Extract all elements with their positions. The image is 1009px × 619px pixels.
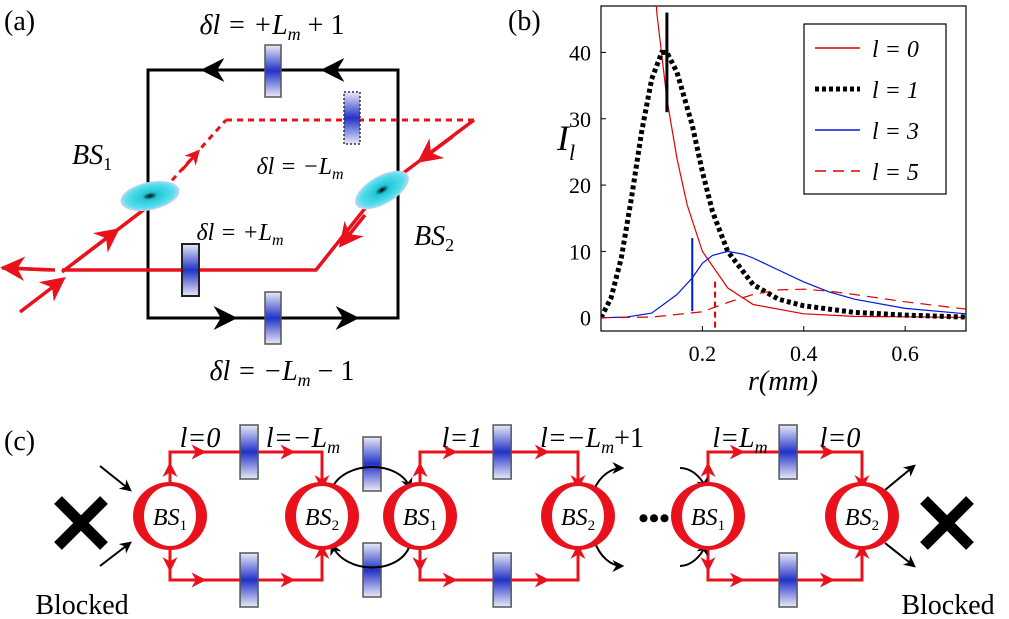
- red-arrow-input: [18, 277, 66, 314]
- legend-box: [803, 23, 947, 195]
- blocked-left-x-icon: [54, 496, 108, 550]
- input-arrow-top: [99, 465, 132, 492]
- stage-label-1: l=0: [180, 423, 221, 454]
- beam-splitter-2: BS2: [285, 482, 359, 550]
- y-tick-label-4: 40: [569, 40, 591, 65]
- ellipsis: •••: [638, 502, 670, 535]
- stage-label-2: l=−Lm: [266, 423, 340, 457]
- legend-label-l3: l = 3: [872, 119, 919, 145]
- red-arrow-right-diag: [417, 135, 454, 163]
- blocked-left-label: Blocked: [35, 590, 128, 619]
- x-tick-label-1: 0.4: [790, 341, 818, 366]
- beam-splitter-label-1: BS1: [153, 505, 187, 534]
- beam-splitter-1: BS1: [133, 482, 207, 550]
- red-arrow-in: [73, 228, 120, 264]
- red-arrow-lower: [338, 213, 367, 248]
- x-tick-label-2: 0.6: [891, 341, 919, 366]
- stage-label-5: l=Lm: [712, 423, 767, 457]
- output-arrow-bottom: [884, 542, 916, 568]
- beam-splitter-5: BS1: [671, 482, 745, 550]
- output-arrow-top: [884, 464, 916, 491]
- after-stage2-arc-top: [593, 462, 625, 491]
- stage-1-plate-top: [239, 424, 259, 480]
- stage-label-6: l=0: [820, 423, 861, 454]
- x-axis-label: r(mm): [748, 366, 818, 397]
- stage-1-plate-bottom: [239, 552, 259, 608]
- panel-c: (c) Blocked Blocked BS1 BS2 BS1 BS2 BS1 BS2 •…: [4, 423, 995, 619]
- panel-a: (a) δl = +Lm + 1 δl = −Lm δl = +: [0, 6, 476, 390]
- bs2-label: BS2: [414, 221, 454, 255]
- series-line-l5: [601, 288, 966, 319]
- blocked-right-label: Blocked: [901, 590, 994, 619]
- series-line-l3: [601, 250, 966, 319]
- top-phase-label: δl = +Lm + 1: [200, 10, 345, 44]
- panel-b: (b) 0.2 0.4 0.6 0 10 20 30 40 Il r(mm) l = 0 l …: [508, 5, 967, 397]
- panel-c-tag: (c): [4, 426, 35, 457]
- legend-label-l0: l = 0: [872, 37, 919, 63]
- phase-plate-top: [264, 44, 282, 98]
- series-line-l1: [601, 49, 966, 320]
- panel-b-tag: (b): [508, 6, 541, 37]
- beam-splitter-4: BS2: [541, 482, 615, 550]
- y-tick-label-1: 10: [569, 239, 591, 264]
- beam-splitter-label-4: BS2: [561, 505, 595, 534]
- y-tick-label-2: 20: [569, 173, 591, 198]
- beam-splitter-3: BS1: [383, 482, 457, 550]
- chart-layer: 0.2 0.4 0.6 0 10 20 30 40: [569, 6, 966, 366]
- red-dashed-arrow: [180, 149, 200, 171]
- phase-plate-inner: [181, 243, 200, 297]
- beam-splitter-2-icon: [355, 170, 409, 210]
- bs1-label: BS1: [72, 140, 112, 174]
- phase-plate-bottom: [264, 291, 282, 345]
- beam-splitter-label-5: BS1: [691, 505, 725, 534]
- connector-arc-top: [331, 466, 413, 491]
- beam-splitter-label-2: BS2: [305, 505, 339, 534]
- series-line-l0: [655, 6, 966, 318]
- connector-plate-bottom: [362, 542, 382, 598]
- beam-splitter-1-icon: [120, 180, 180, 212]
- connector-plate-top: [362, 436, 382, 492]
- panel-a-tag: (a): [4, 6, 35, 37]
- x-tick-label-0: 0.2: [689, 341, 717, 366]
- phase-plate-dotted: [343, 91, 361, 145]
- beam-splitter-6: BS2: [825, 482, 899, 550]
- bottom-phase-label: δl = −Lm − 1: [210, 356, 355, 390]
- y-tick-label-0: 0: [580, 306, 591, 331]
- beam-splitter-label-3: BS1: [403, 505, 437, 534]
- stage-3-plate-top: [778, 424, 798, 480]
- red-arrow-out: [0, 256, 51, 281]
- legend-label-l1: l = 1: [872, 78, 919, 104]
- stage-layer: BS1 BS2 BS1 BS2 BS1 BS2: [133, 424, 899, 608]
- y-tick-label-3: 30: [569, 107, 591, 132]
- beam-splitter-label-6: BS2: [845, 505, 879, 534]
- legend-label-l5: l = 5: [872, 160, 919, 186]
- stage-2-plate-top: [492, 424, 512, 480]
- input-arrow-bottom: [99, 541, 132, 567]
- stage-label-3: l=1: [442, 423, 483, 454]
- stage-2-plate-bottom: [492, 552, 512, 608]
- connector-arc-bottom: [330, 542, 411, 569]
- outer-loop-path: [146, 68, 400, 320]
- inner-phase-label: δl = +Lm: [196, 220, 283, 249]
- blocked-right-x-icon: [920, 496, 974, 550]
- red-beam-lower: [62, 190, 380, 272]
- stage-3-plate-bottom: [778, 552, 798, 608]
- stage-label-4: l=−Lm+1: [540, 423, 644, 457]
- y-axis-label: Il: [556, 118, 575, 165]
- mid-phase-label: δl = −Lm: [256, 154, 343, 183]
- legend: l = 0 l = 1 l = 3 l = 5: [803, 23, 947, 195]
